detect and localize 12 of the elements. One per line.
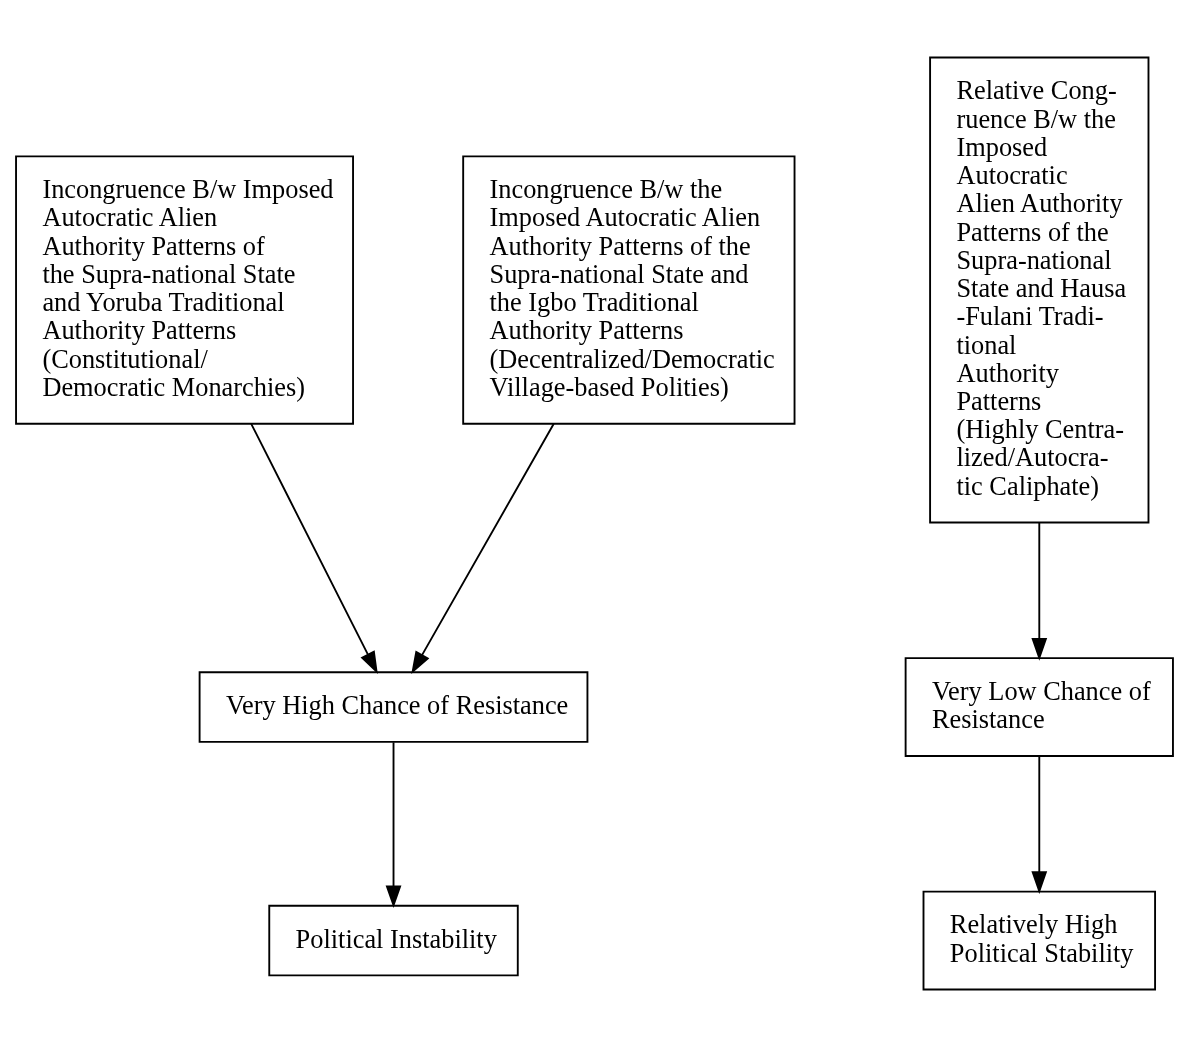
node-box: Incongruence B/w the Imposed Autocratic Alien Authority Patterns of the Supra-national State and the Igbo Traditional Authority Patterns (Decentralized/Democratic Village-based Polities) <box>462 155 796 425</box>
arrow <box>411 422 555 675</box>
node-box: Relative Cong- ruence B/w the Imposed Autocratic Alien Authority Patterns of the Supra-national State and Hausa -Fulani Tradi- tional Authority Patterns (Highly Centra- lized/Autocra- tic Caliphate) <box>929 56 1150 524</box>
node-box: Political Instability <box>268 904 519 977</box>
node-box: Incongruence B/w Imposed Autocratic Alien Authority Patterns of the Supra-national State and Yoruba Traditional Authority Patterns (Constitutional/ Democratic Monarchies) <box>15 155 354 425</box>
arrow <box>250 422 378 675</box>
node-box: Very High Chance of Resistance <box>198 671 589 743</box>
node-box: Relatively High Political Stability <box>922 890 1156 991</box>
node-box: Very Low Chance of Resistance <box>904 657 1174 757</box>
arrow <box>385 741 402 909</box>
arrow <box>1031 521 1048 661</box>
arrow <box>1031 755 1048 894</box>
